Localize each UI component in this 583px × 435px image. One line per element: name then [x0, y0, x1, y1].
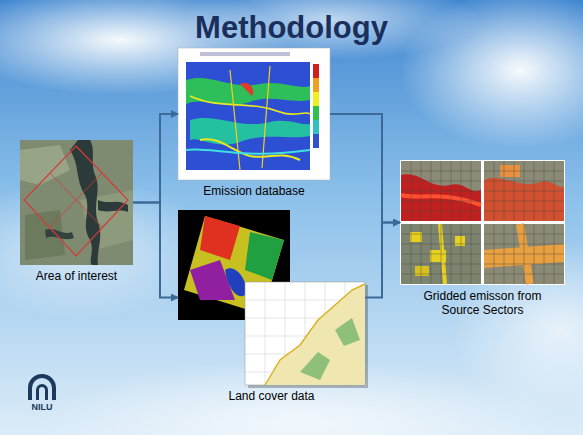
satellite-image	[20, 140, 133, 265]
flow-arrow	[133, 114, 178, 203]
image-frame	[178, 48, 330, 180]
image-frame	[20, 140, 133, 265]
image-frame	[400, 160, 565, 285]
emission-map	[178, 48, 330, 180]
image-caption: Land cover data	[178, 389, 365, 403]
flow-arrow	[330, 114, 400, 223]
image-node: Gridded emisson from Source Sectors	[400, 160, 565, 317]
flow-arrow	[133, 203, 178, 298]
gridded-panels	[400, 160, 565, 285]
image-caption: Area of interest	[20, 269, 133, 283]
image-node: Land cover data	[178, 210, 365, 403]
land-cover-map	[245, 282, 368, 388]
image-node: Area of interest	[20, 140, 133, 283]
image-frame	[178, 210, 365, 385]
logo-text: NILU	[22, 402, 62, 412]
slide-title: Methodology	[0, 10, 583, 46]
flow-arrow	[365, 223, 400, 298]
image-node: Emission database	[178, 48, 330, 198]
image-caption: Emission database	[178, 184, 330, 198]
image-caption: Gridded emisson from Source Sectors	[400, 289, 565, 317]
logo-icon	[28, 374, 56, 400]
